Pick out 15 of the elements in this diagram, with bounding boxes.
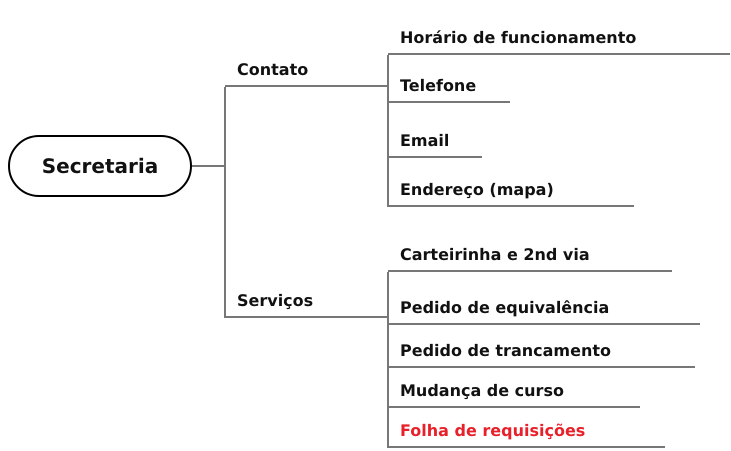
topic-text: Folha de requisições [400, 420, 586, 442]
topic-text: Pedido de equivalência [400, 297, 610, 319]
topic-text: Secretaria [42, 153, 158, 180]
topic-text: Contato [237, 59, 308, 81]
topic-text: Pedido de trancamento [400, 340, 611, 362]
topic-text: Endereço (mapa) [400, 179, 554, 201]
connector-line [192, 165, 226, 318]
topic-text: Email [400, 130, 450, 152]
connector-line [387, 272, 389, 319]
topic-text: Carteirinha e 2nd via [400, 244, 590, 266]
topic-text: Horário de funcionamento [400, 27, 636, 49]
connector-line [387, 55, 389, 88]
topic-text: Telefone [400, 75, 476, 97]
topic-text: Mudança de curso [400, 380, 564, 402]
topic-text: Serviços [237, 290, 314, 312]
